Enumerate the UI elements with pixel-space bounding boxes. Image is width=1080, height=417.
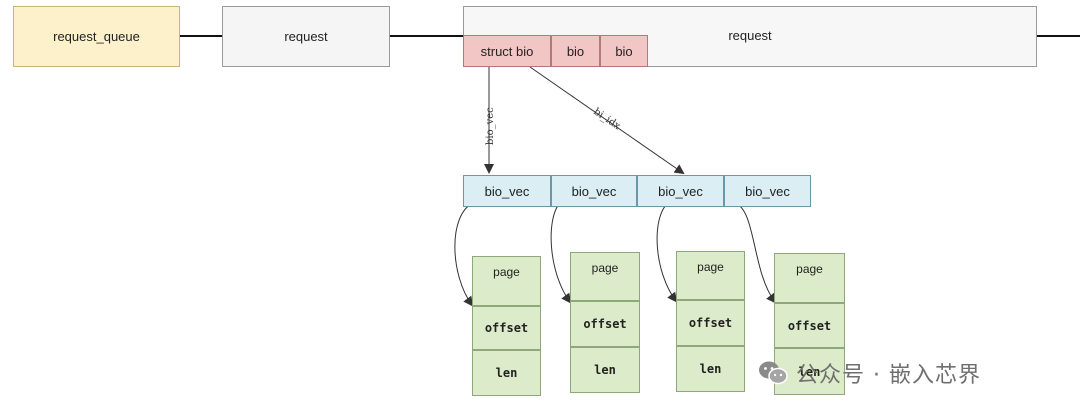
bio-vec-box-1: bio_vec <box>463 175 551 207</box>
request-box-1: request <box>222 6 390 67</box>
arrow-vec-page-3 <box>656 202 678 303</box>
page-label-4: page <box>796 262 823 276</box>
page-box-3: page <box>676 251 745 300</box>
offset-box-4: offset <box>774 303 845 348</box>
offset-label-4: offset <box>787 318 832 333</box>
watermark-text: 公众号 · 嵌入芯界 <box>796 363 981 388</box>
bio-box-3: bio <box>600 35 648 67</box>
request-label-2: request <box>728 28 772 43</box>
request-queue-label: request_queue <box>53 29 140 44</box>
offset-box-2: offset <box>570 301 640 347</box>
len-box-4: len <box>774 348 845 395</box>
offset-label-3: offset <box>688 316 733 330</box>
bio-vec-label-4: bio_vec <box>745 183 790 199</box>
arrow-label-bi-idx: bi_idx <box>591 106 622 132</box>
len-box-2: len <box>570 347 640 393</box>
bio-vec-label-2: bio_vec <box>571 183 617 199</box>
bio-label-3: bio <box>615 43 633 59</box>
len-label-3: len <box>699 362 722 376</box>
offset-box-1: offset <box>472 306 541 350</box>
bio-label-2: bio <box>566 43 585 59</box>
request-label-1: request <box>284 29 328 44</box>
arrow-vec-page-2 <box>550 202 572 304</box>
len-box-1: len <box>472 350 541 396</box>
bio-vec-box-3: bio_vec <box>637 175 724 207</box>
request-label-2-wrap: request <box>680 6 820 67</box>
page-label-1: page <box>493 265 520 279</box>
offset-box-3: offset <box>676 300 745 346</box>
struct-bio-box: struct bio <box>463 35 551 67</box>
bio-vec-box-2: bio_vec <box>551 175 637 207</box>
struct-bio-label: struct bio <box>480 43 534 59</box>
wechat-icon <box>758 360 788 386</box>
bio-vec-label-3: bio_vec <box>658 183 703 199</box>
arrow-vec-page-1 <box>454 202 474 307</box>
arrow-vec-page-4 <box>734 202 777 304</box>
bio-vec-label-1: bio_vec <box>484 183 530 199</box>
bio-vec-box-4: bio_vec <box>724 175 811 207</box>
arrow-bi-idx <box>529 66 685 175</box>
offset-label-1: offset <box>484 321 529 335</box>
len-label-1: len <box>495 366 518 380</box>
request-queue-box: request_queue <box>13 6 180 67</box>
watermark: 公众号 · 嵌入芯界 <box>758 355 981 391</box>
page-box-1: page <box>472 256 541 306</box>
len-box-3: len <box>676 346 745 392</box>
page-box-2: page <box>570 252 640 301</box>
len-label-2: len <box>594 363 616 377</box>
offset-label-2: offset <box>583 317 627 331</box>
len-label-4: len <box>798 364 821 379</box>
page-label-3: page <box>697 260 724 274</box>
arrow-label-bio-vec: bio_vec <box>485 107 496 145</box>
page-label-2: page <box>591 261 619 275</box>
page-box-4: page <box>774 253 845 303</box>
bio-box-2: bio <box>551 35 600 67</box>
